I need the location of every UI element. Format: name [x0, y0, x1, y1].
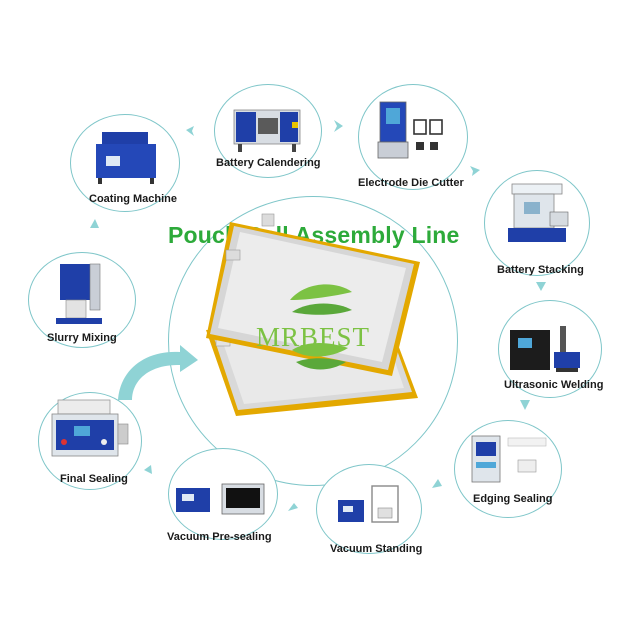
slurry-mixer-icon	[56, 263, 102, 324]
arrow-welding-to-edging	[520, 400, 530, 410]
step-label-edging: Edging Sealing	[473, 493, 553, 505]
edging-sealer-icon	[471, 435, 547, 483]
step-label-diecutter: Electrode Die Cutter	[358, 177, 464, 189]
mrbest-leaf-logo	[290, 284, 352, 370]
arrow-diecutter-to-stacking	[470, 166, 480, 176]
arrow-into-center	[118, 345, 198, 400]
step-label-coating: Coating Machine	[89, 193, 178, 205]
step-label-slurry: Slurry Mixing	[47, 332, 117, 344]
logo-text: MRBEST	[256, 322, 371, 352]
step-circle-vacstanding	[316, 464, 422, 554]
step-circle-diecutter	[358, 84, 468, 190]
step-label-presealing: Vacuum Pre-sealing	[167, 531, 272, 543]
arrow-slurry-to-coating	[90, 219, 99, 228]
stacking-machine-icon	[508, 183, 569, 242]
vacuum-presealing-icon	[176, 483, 265, 515]
step-label-vacstanding: Vacuum Standing	[330, 543, 423, 555]
die-cutter-icon	[377, 101, 443, 159]
step-label-calendering: Battery Calendering	[216, 157, 321, 169]
arrow-presealing-to-finalsealing	[144, 465, 152, 474]
coating-machine-icon	[96, 132, 156, 184]
vacuum-standing-icon	[338, 485, 399, 523]
arrow-coating-to-calendering	[186, 126, 194, 136]
calendering-machine-icon	[233, 109, 301, 152]
step-label-welding: Ultrasonic Welding	[504, 379, 604, 391]
arrow-calendering-to-diecutter	[334, 120, 343, 132]
arrow-edging-to-vacstanding	[432, 479, 442, 488]
ultrasonic-welder-icon	[510, 326, 580, 372]
step-label-finalsealing: Final Sealing	[60, 473, 128, 485]
step-label-stacking: Battery Stacking	[497, 264, 584, 276]
final-sealer-icon	[51, 399, 129, 457]
arrow-vacstanding-to-presealing	[288, 503, 298, 511]
arrow-stacking-to-welding	[536, 282, 546, 291]
